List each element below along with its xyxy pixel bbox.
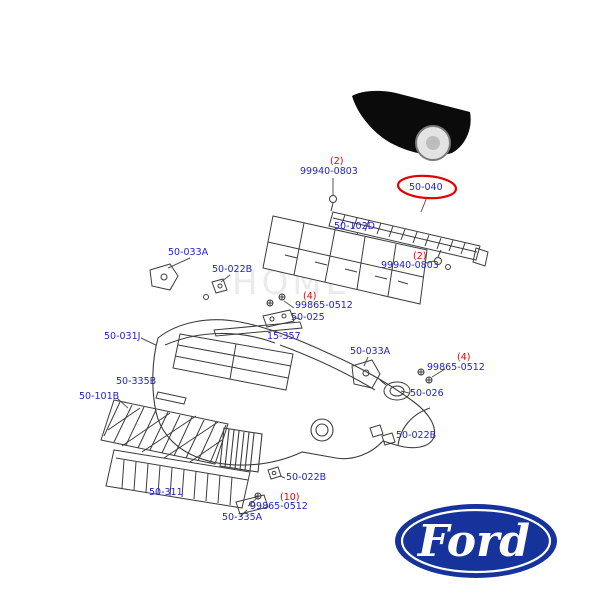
qty-99865-0512-bottom: (10) <box>280 492 300 503</box>
clip-icon <box>381 432 396 446</box>
wheel-arch-line <box>397 407 431 447</box>
part-label-99865-0512-right: 99865-0512 <box>427 362 485 373</box>
bracket-icon <box>149 263 179 291</box>
bracket-icon <box>351 359 381 389</box>
clip-icon <box>267 466 282 480</box>
impact-absorber-drawing <box>262 215 428 305</box>
clip-icon <box>211 278 228 294</box>
clip-icon <box>369 424 384 438</box>
wheel-center-shape <box>426 136 440 150</box>
part-label-50-026: 50-026 <box>410 388 444 399</box>
bolt-icon <box>434 257 442 265</box>
hardware-drawing <box>149 263 433 515</box>
part-label-99865-0512-mid: 99865-0512 <box>295 300 353 311</box>
trim-strip-drawing <box>213 321 303 337</box>
bumper-cover-drawing <box>152 319 435 473</box>
part-label-50-335A: 50-335A <box>222 512 263 523</box>
part-label-50-033A-right: 50-033A <box>350 346 391 357</box>
part-label-15-357: 15-357 <box>267 331 301 342</box>
part-label-50-102D: 50-102D <box>334 221 375 232</box>
vehicle-photo-fragment <box>352 90 471 161</box>
part-label-99940-0803-top: 99940-0803 <box>300 166 358 177</box>
lower-grille-drawing <box>100 399 229 465</box>
part-label-50-022B-top: 50-022B <box>212 264 253 275</box>
strip-icon <box>155 391 187 405</box>
fog-lamp-icon <box>383 381 411 401</box>
part-label-50-025: 50-025 <box>291 312 325 323</box>
part-label-99940-0803-right: 99940-0803 <box>381 260 439 271</box>
center-mesh-drawing <box>219 427 263 473</box>
qty-99940-0803-top: (2) <box>330 156 344 167</box>
bolt-icon <box>329 195 337 203</box>
part-label-50-040: 50-040 <box>409 182 443 193</box>
part-label-50-033A-left: 50-033A <box>168 247 209 258</box>
ford-logo-text: Ford <box>416 516 530 567</box>
bracket-icon <box>235 494 269 515</box>
highlight-ellipse <box>396 174 458 200</box>
part-label-50-101B: 50-101B <box>79 391 120 402</box>
qty-99940-0803-right: (2) <box>413 251 427 262</box>
part-label-50-335B: 50-335B <box>116 376 157 387</box>
lower-valance-drawing <box>105 449 251 509</box>
part-label-50-031J: 50-031J <box>104 331 141 342</box>
part-label-50-022B-bottom: 50-022B <box>286 472 327 483</box>
ford-logo: Ford <box>395 504 557 578</box>
qty-99865-0512-right: (4) <box>457 352 471 363</box>
bracket-icon <box>262 309 295 328</box>
upper-grille-drawing <box>172 333 294 391</box>
reinforcement-bar-drawing <box>328 195 489 270</box>
fog-light-opening <box>310 418 334 442</box>
part-label-50-311: 50-311 <box>149 487 183 498</box>
part-label-99865-0512-bottom: 99865-0512 <box>250 501 308 512</box>
part-label-50-022B-right: 50-022B <box>396 430 437 441</box>
qty-99865-0512-mid: (4) <box>303 291 317 302</box>
